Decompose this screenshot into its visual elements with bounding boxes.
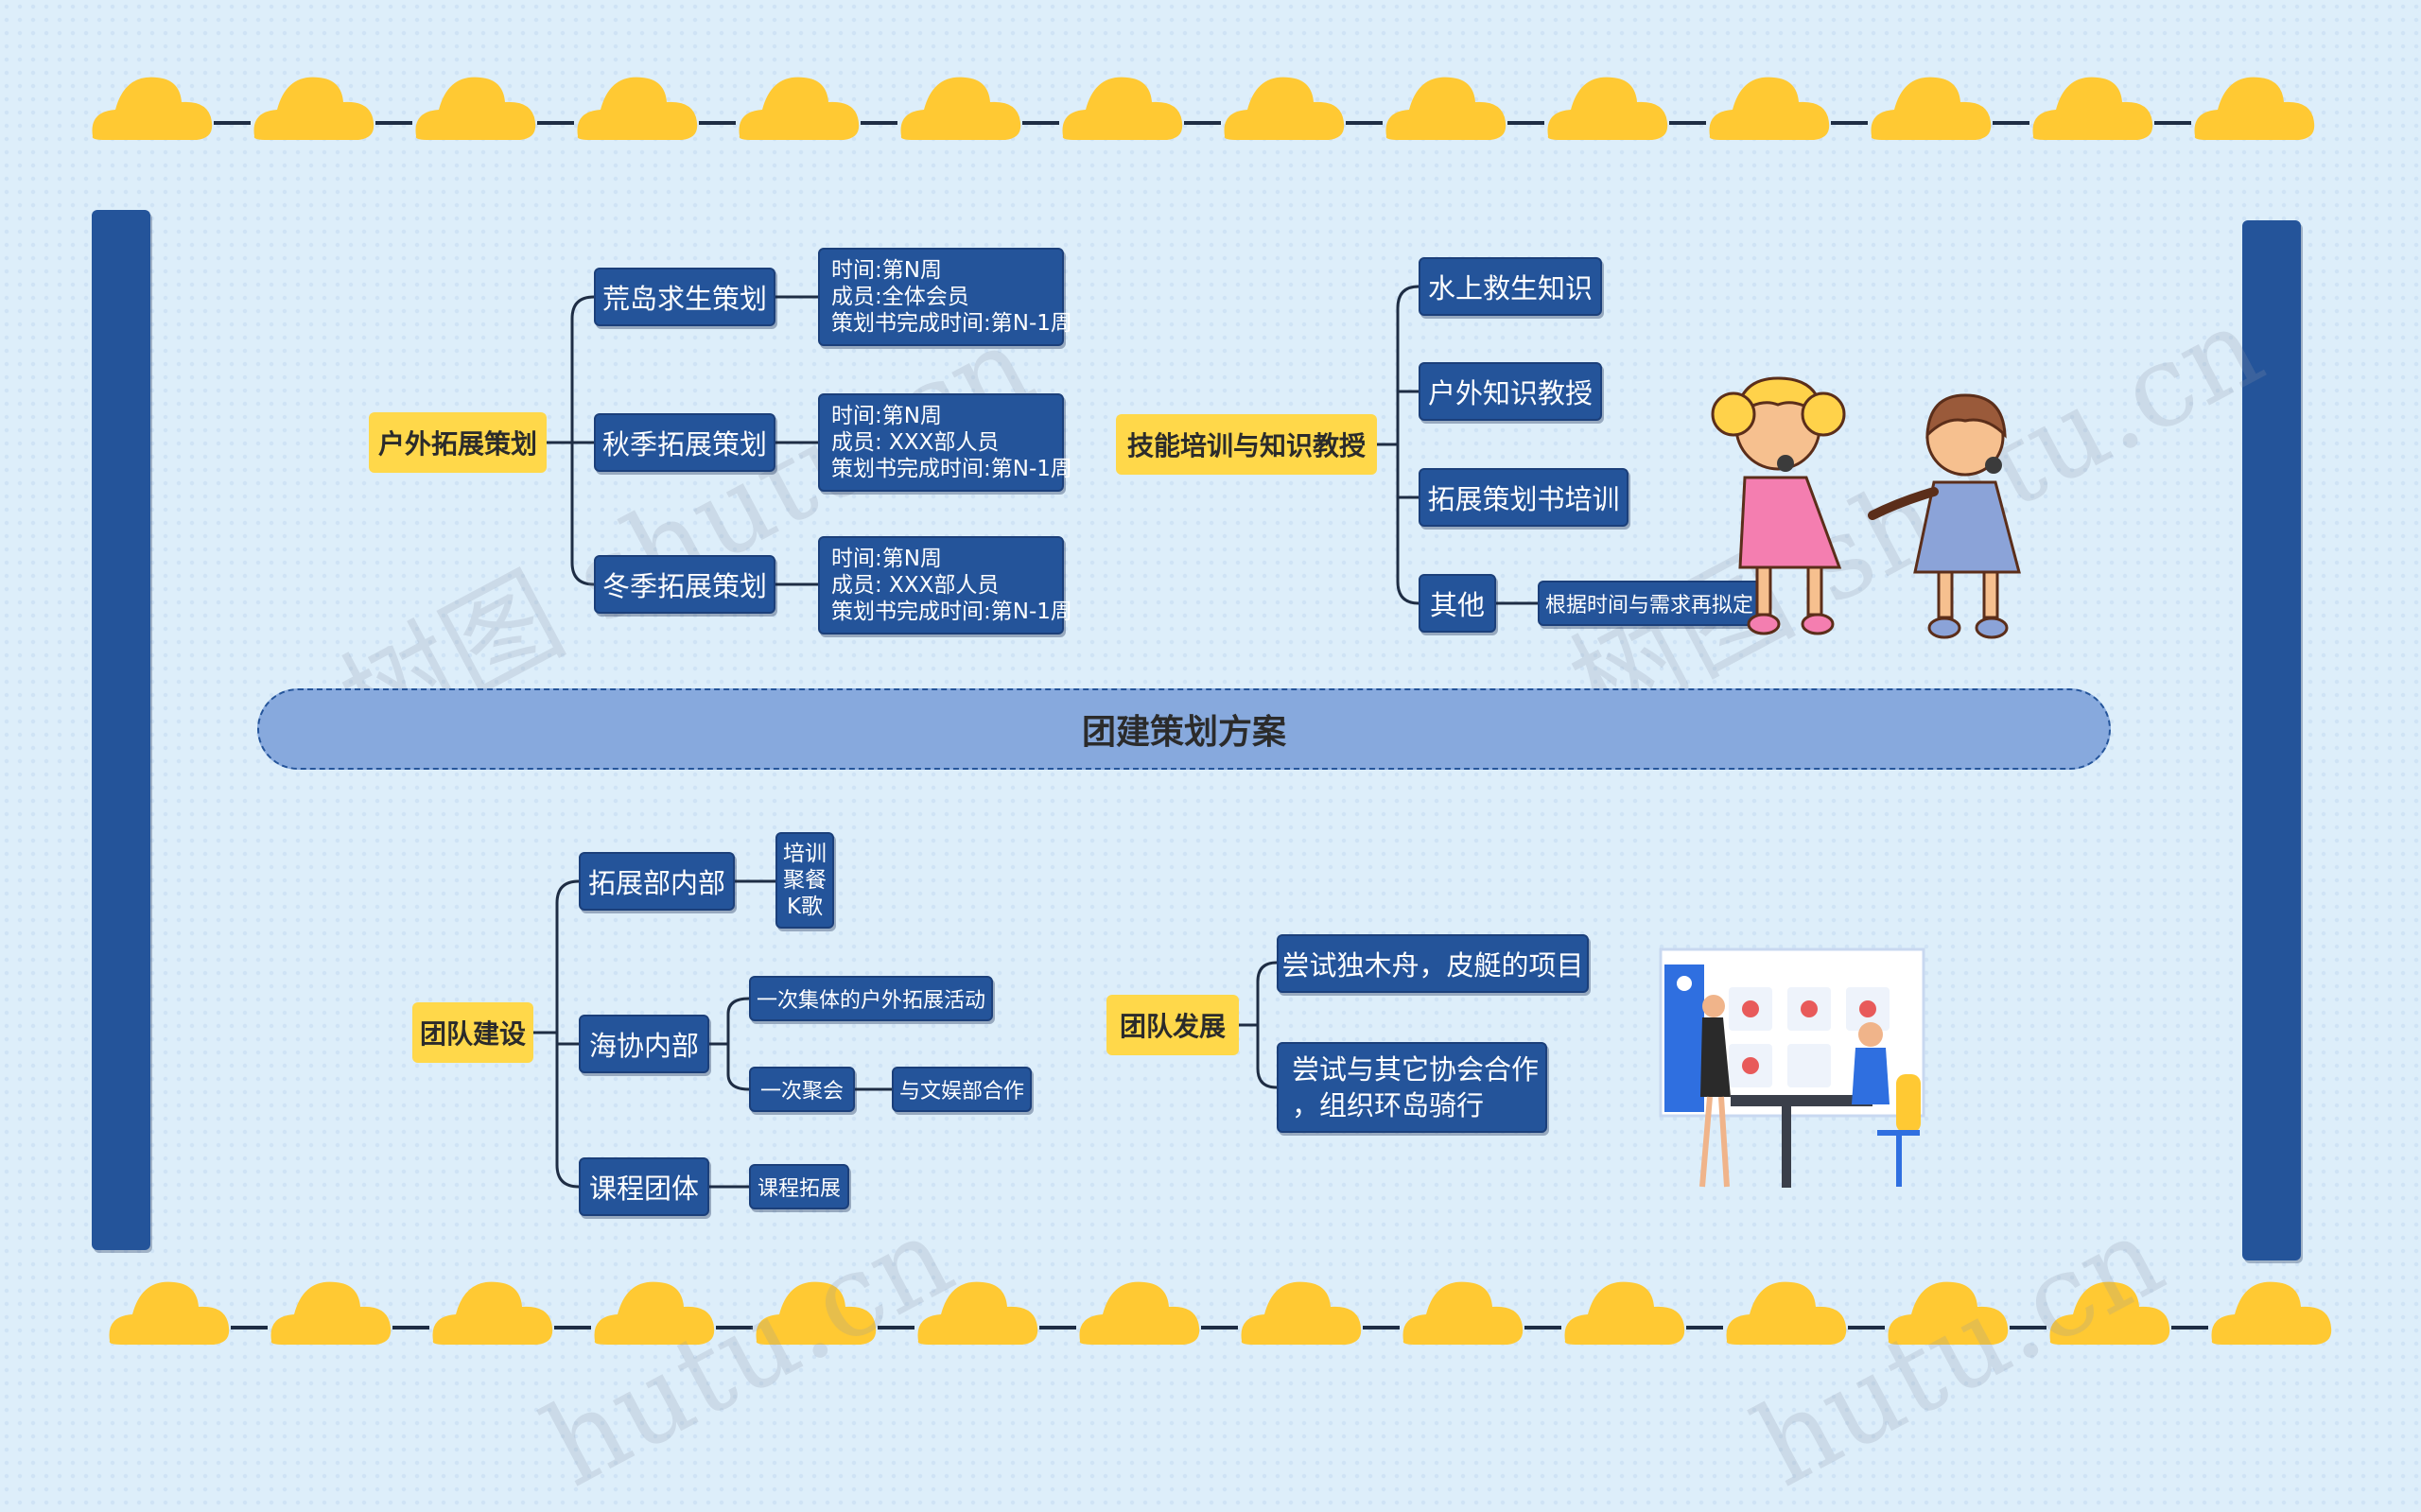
node-winter[interactable]: 冬季拓展策划: [594, 555, 775, 614]
detail-winter[interactable]: 时间:第N周 成员: XXX部人员 策划书完成时间:第N-1周: [818, 536, 1072, 634]
cloud-icon: [2194, 77, 2315, 140]
right-side-bar: [2242, 220, 2301, 1260]
connector-lines: [533, 285, 1538, 1189]
node-label: 课程团体: [588, 1173, 699, 1205]
topic-team-build[interactable]: 团队建设: [412, 1002, 533, 1063]
cloud-border-top: [92, 77, 2315, 140]
topic-team-dev-label: 团队发展: [1119, 1011, 1226, 1042]
node-island-label: 荒岛求生策划: [601, 283, 767, 315]
cloud-icon: [1709, 77, 1830, 140]
cloud-icon: [415, 77, 536, 140]
node-label: 一次集体的户外拓展活动: [756, 989, 985, 1013]
cloud-icon: [1385, 77, 1507, 140]
item-line: K歌: [786, 895, 824, 919]
node-course-item[interactable]: 课程拓展: [749, 1164, 849, 1209]
node-label: 根据时间与需求再拟定: [1544, 594, 1753, 617]
topic-outdoor-label: 户外拓展策划: [377, 428, 537, 460]
node-autumn-label: 秋季拓展策划: [601, 428, 767, 461]
cloud-icon: [2211, 1281, 2332, 1345]
node-outdoor-knowledge[interactable]: 户外知识教授: [1419, 362, 1602, 421]
node-plan-training[interactable]: 拓展策划书培训: [1419, 468, 1629, 527]
node-cooperate[interactable]: 尝试与其它协会合作 ，组织环岛骑行: [1277, 1042, 1547, 1133]
cloud-icon: [917, 1281, 1038, 1345]
topic-team-dev[interactable]: 团队发展: [1106, 995, 1239, 1055]
cloud-icon: [900, 77, 1021, 140]
cloud-icon: [594, 1281, 715, 1345]
item-line: 聚餐: [783, 868, 827, 893]
item-line: 培训: [783, 842, 827, 866]
cloud-icon: [1726, 1281, 1847, 1345]
node-label: 一次聚会: [759, 1080, 844, 1104]
detail-line: 成员: XXX部人员: [831, 573, 1000, 598]
topic-skills-label: 技能培训与知识教授: [1126, 430, 1366, 461]
node-water-rescue[interactable]: 水上救生知识: [1419, 257, 1602, 316]
detail-line: 成员:全体会员: [831, 285, 969, 309]
node-label: 水上救生知识: [1427, 272, 1593, 304]
cloud-icon: [109, 1281, 230, 1345]
node-label: 与文娱部合作: [898, 1080, 1024, 1104]
node-label: 户外知识教授: [1427, 377, 1593, 409]
node-label: 其他: [1429, 589, 1485, 621]
cloud-icon: [1402, 1281, 1524, 1345]
node-internal-items[interactable]: 培训 聚餐 K歌: [775, 832, 834, 929]
node-island[interactable]: 荒岛求生策划: [594, 268, 775, 326]
cloud-icon: [253, 77, 374, 140]
detail-line: 策划书完成时间:第N-1周: [831, 457, 1072, 481]
node-label: 课程拓展: [757, 1177, 841, 1201]
cloud-icon: [577, 77, 698, 140]
cloud-icon: [1079, 1281, 1200, 1345]
cloud-icon: [1871, 77, 1992, 140]
topic-skills[interactable]: 技能培训与知识教授: [1116, 414, 1377, 475]
topic-team-build-label: 团队建设: [419, 1018, 526, 1050]
cloud-icon: [2049, 1281, 2170, 1345]
node-autumn[interactable]: 秋季拓展策划: [594, 413, 775, 472]
cloud-border-bottom: [109, 1281, 2332, 1345]
node-line: ，组织环岛骑行: [1292, 1089, 1485, 1121]
node-sea-party[interactable]: 一次聚会: [749, 1067, 855, 1112]
cloud-icon: [1062, 77, 1183, 140]
left-side-bar: [92, 210, 150, 1250]
detail-line: 时间:第N周: [831, 547, 942, 571]
node-sea-entertainment[interactable]: 与文娱部合作: [892, 1067, 1032, 1112]
detail-line: 策划书完成时间:第N-1周: [831, 600, 1072, 624]
cloud-icon: [1547, 77, 1668, 140]
cloud-icon: [1888, 1281, 2009, 1345]
detail-line: 策划书完成时间:第N-1周: [831, 311, 1072, 336]
node-winter-label: 冬季拓展策划: [601, 570, 767, 602]
node-label: 拓展部内部: [587, 867, 725, 899]
detail-autumn[interactable]: 时间:第N周 成员: XXX部人员 策划书完成时间:第N-1周: [818, 393, 1072, 492]
cloud-icon: [92, 77, 213, 140]
detail-island[interactable]: 时间:第N周 成员:全体会员 策划书完成时间:第N-1周: [818, 248, 1072, 346]
node-label: 尝试独木舟，皮艇的项目: [1281, 949, 1584, 982]
center-title-text: 团建策划方案: [1081, 713, 1286, 752]
detail-line: 时间:第N周: [831, 258, 942, 283]
node-sea[interactable]: 海协内部: [579, 1015, 709, 1073]
cloud-icon: [2032, 77, 2153, 140]
cloud-icon: [1241, 1281, 1362, 1345]
topic-outdoor[interactable]: 户外拓展策划: [369, 412, 547, 473]
cloud-icon: [432, 1281, 553, 1345]
node-label: 海协内部: [588, 1030, 699, 1062]
cloud-icon: [1224, 77, 1345, 140]
center-title[interactable]: 团建策划方案: [257, 688, 2111, 770]
node-other-note[interactable]: 根据时间与需求再拟定: [1538, 581, 1761, 626]
detail-line: 成员: XXX部人员: [831, 430, 1000, 455]
cloud-icon: [739, 77, 860, 140]
cloud-icon: [1564, 1281, 1685, 1345]
cloud-icon: [756, 1281, 877, 1345]
node-course[interactable]: 课程团体: [579, 1157, 709, 1216]
node-other[interactable]: 其他: [1419, 574, 1496, 633]
detail-line: 时间:第N周: [831, 404, 942, 428]
node-internal[interactable]: 拓展部内部: [579, 852, 735, 911]
node-line: 尝试与其它协会合作: [1292, 1053, 1540, 1086]
node-kayak[interactable]: 尝试独木舟，皮艇的项目: [1277, 934, 1589, 993]
node-sea-outdoor[interactable]: 一次集体的户外拓展活动: [749, 976, 993, 1021]
cloud-icon: [270, 1281, 392, 1345]
node-label: 拓展策划书培训: [1427, 483, 1620, 515]
